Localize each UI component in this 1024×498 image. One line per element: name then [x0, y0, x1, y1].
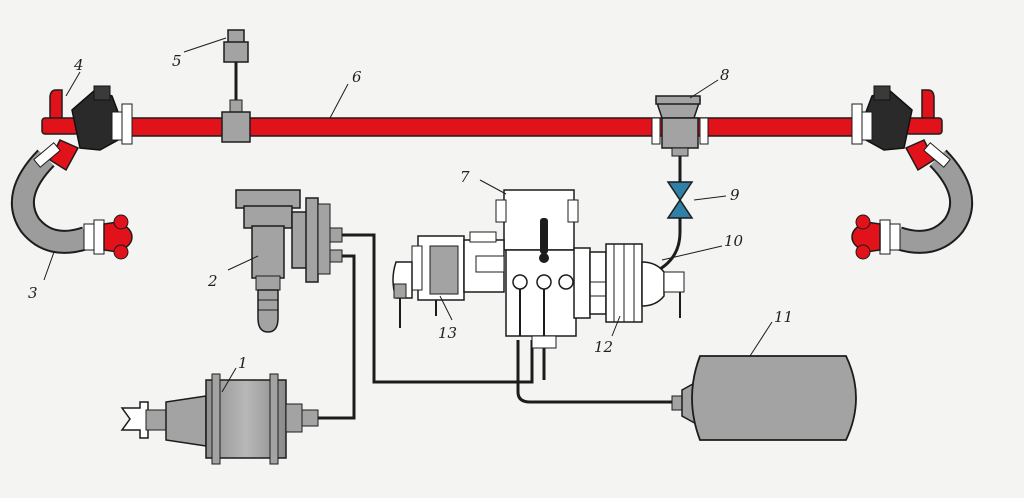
control-valve-13 [392, 231, 505, 328]
air-reservoir [671, 355, 857, 441]
label-7: 7 [460, 168, 470, 186]
label-5: 5 [172, 52, 182, 70]
callout-labels: 1 2 3 4 5 6 7 8 9 10 11 12 13 [28, 52, 793, 372]
brake-cylinder [120, 373, 319, 465]
label-6: 6 [352, 68, 362, 86]
air-distributor-block [495, 189, 579, 349]
label-8: 8 [720, 66, 730, 84]
label-11: 11 [774, 308, 793, 326]
right-coupling-assembly [851, 85, 974, 260]
label-3: 3 [28, 284, 38, 302]
label-9: 9 [730, 186, 740, 204]
label-1: 1 [238, 354, 248, 372]
left-cock-handle [49, 89, 63, 128]
label-4: 4 [73, 56, 84, 74]
label-10: 10 [724, 232, 744, 250]
pressure-sensor-tee [221, 29, 251, 143]
left-coupling-assembly [10, 85, 133, 260]
leader-lines [43, 37, 773, 393]
branch-tee-fitting [651, 95, 709, 182]
label-2: 2 [207, 272, 218, 290]
isolating-valve [649, 181, 694, 276]
pressure-switch-component [235, 189, 343, 333]
relay-valve-12 [573, 243, 685, 323]
right-cock-handle [921, 89, 935, 128]
label-12: 12 [594, 338, 613, 356]
label-13: 13 [438, 324, 457, 342]
